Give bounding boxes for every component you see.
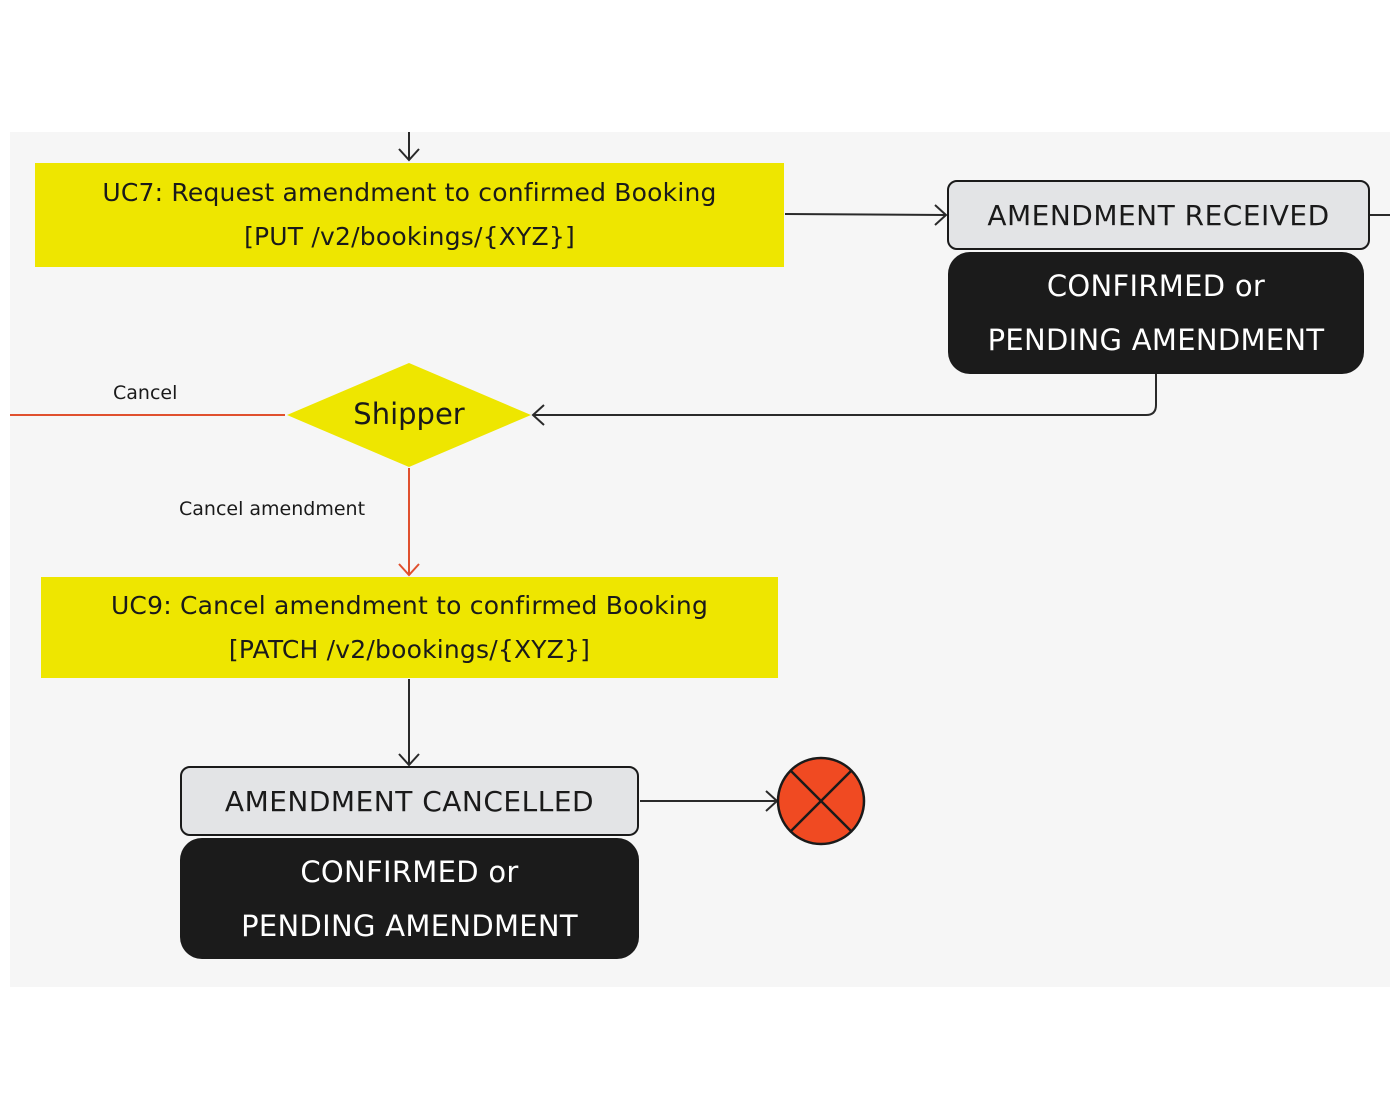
- uc9-endpoint: [PATCH /v2/bookings/{XYZ}]: [228, 634, 591, 664]
- status-line-1: CONFIRMED or: [300, 854, 519, 889]
- edge-uc9-to-amendment-cancelled: [398, 679, 420, 767]
- status-line-2: PENDING AMENDMENT: [987, 323, 1325, 357]
- decision-diamond[interactable]: [287, 363, 531, 467]
- amendment-cancelled-status-body[interactable]: CONFIRMED or PENDING AMENDMENT: [180, 838, 639, 959]
- uc9-use-case-box[interactable]: UC9: Cancel amendment to confirmed Booki…: [41, 577, 778, 678]
- amendment-cancelled-state-label[interactable]: AMENDMENT CANCELLED: [180, 766, 639, 836]
- uc7-use-case-box[interactable]: UC7: Request amendment to confirmed Book…: [35, 163, 784, 267]
- status-line-1: CONFIRMED or: [1046, 269, 1266, 303]
- edge-uc7-to-amendment-received: [784, 204, 948, 226]
- amendment-cancelled-label-text: AMENDMENT CANCELLED: [224, 784, 595, 818]
- edge-cancel-amendment: [398, 468, 420, 577]
- edge-label-cancel: Cancel: [113, 382, 178, 404]
- amendment-received-state-label[interactable]: AMENDMENT RECEIVED: [947, 180, 1370, 250]
- status-line-2: PENDING AMENDMENT: [241, 908, 578, 943]
- edge-incoming-uc7: [398, 132, 420, 162]
- uc7-endpoint: [PUT /v2/bookings/{XYZ}]: [244, 222, 575, 251]
- end-state-x-icon: [776, 756, 866, 846]
- uc9-title: UC9: Cancel amendment to confirmed Booki…: [110, 590, 709, 620]
- amendment-received-label-text: AMENDMENT RECEIVED: [987, 198, 1330, 232]
- edge-pending-to-shipper: [531, 374, 1157, 426]
- amendment-received-status-body[interactable]: CONFIRMED or PENDING AMENDMENT: [948, 252, 1364, 374]
- edge-cancelled-to-end: [640, 790, 779, 812]
- edge-label-cancel-amendment: Cancel amendment: [179, 498, 366, 520]
- decision-label-text: Shipper: [353, 397, 465, 431]
- decision-label: Shipper: [330, 392, 488, 436]
- uc7-title: UC7: Request amendment to confirmed Book…: [102, 178, 717, 207]
